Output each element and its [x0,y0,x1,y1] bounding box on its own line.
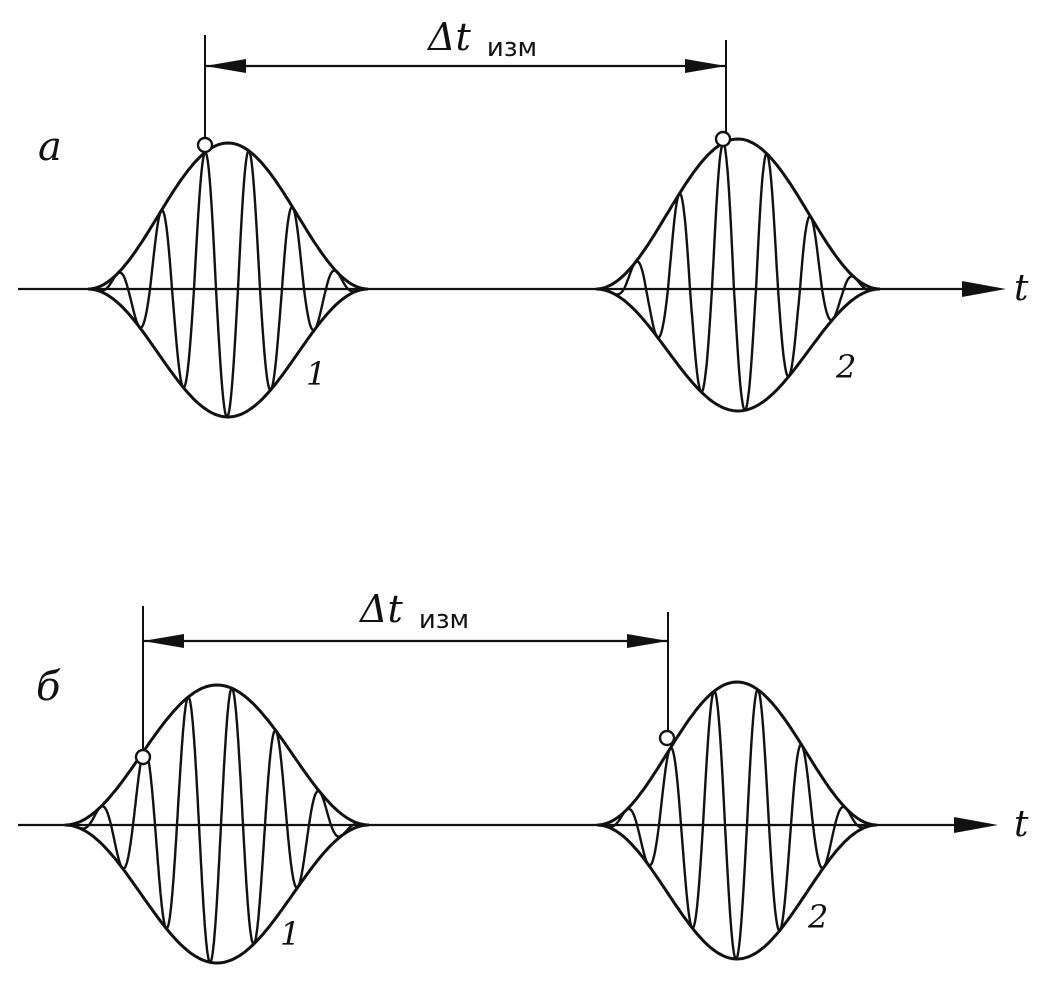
panel-b-axis-arrowhead [954,817,998,833]
panel-b-pulse-2-label: 2 [807,898,828,936]
panel-b: б t 1 2 Δt [18,587,1029,965]
panel-b-pulse-2-oscillation [597,688,877,961]
panel-a-axis-label: t [1014,268,1029,309]
panel-b-pulse-1-oscillation [65,686,369,964]
panel-b-pulse-2: 2 [596,680,878,961]
panel-b-axis-label: t [1014,804,1029,845]
panel-b-right-arrowhead [627,634,668,648]
panel-a-pulse-1-upper-envelope [87,141,369,291]
panel-a-pulse-2-upper-envelope [595,137,881,291]
panel-a-left-arrowhead [205,59,246,73]
panel-a-delta-t-label: Δt изм [426,15,537,63]
panel-b-pulse-1-lower-envelope [64,823,370,965]
panel-a-letter: а [38,124,62,170]
panel-b-pulse-1-marker [134,748,152,766]
panel-a-pulse-1: 1 [87,136,369,419]
panel-b-measurement-interval: Δt изм [142,587,669,750]
panel-a-right-arrowhead [685,59,726,73]
panel-b-pulse-1-label: 1 [280,915,300,953]
panel-a-pulse-1-label: 1 [306,355,326,393]
panel-a-pulse-1-marker [196,136,214,154]
panel-a-pulse-1-oscillation [88,149,368,419]
panel-b-pulse-2-marker [658,729,676,747]
panel-b-delta-t-symbol: Δt [358,587,403,631]
panel-a-pulse-2-label: 2 [835,348,856,386]
panel-b-letter: б [36,664,61,710]
panel-a-axis-arrowhead [962,281,1006,297]
panel-b-pulse-2-lower-envelope [596,823,878,961]
panel-b-pulse-2-upper-envelope [596,680,878,827]
panel-a-pulse-2: 2 [595,130,881,413]
panel-a: а t 1 2 Δt [18,15,1029,419]
panel-b-pulse-1-upper-envelope [64,683,370,827]
panel-b-left-arrowhead [143,634,184,648]
panel-a-pulse-2-marker [714,130,732,148]
panel-a-measurement-interval: Δt изм [204,15,727,138]
panel-a-pulse-2-oscillation [596,141,880,412]
panel-b-delta-t-subscript: изм [419,605,469,635]
panel-a-delta-t-subscript: изм [487,33,537,63]
panel-a-pulse-1-lower-envelope [87,287,369,419]
panel-b-delta-t-label: Δt изм [358,587,469,635]
panel-a-delta-t-symbol: Δt [426,15,471,59]
